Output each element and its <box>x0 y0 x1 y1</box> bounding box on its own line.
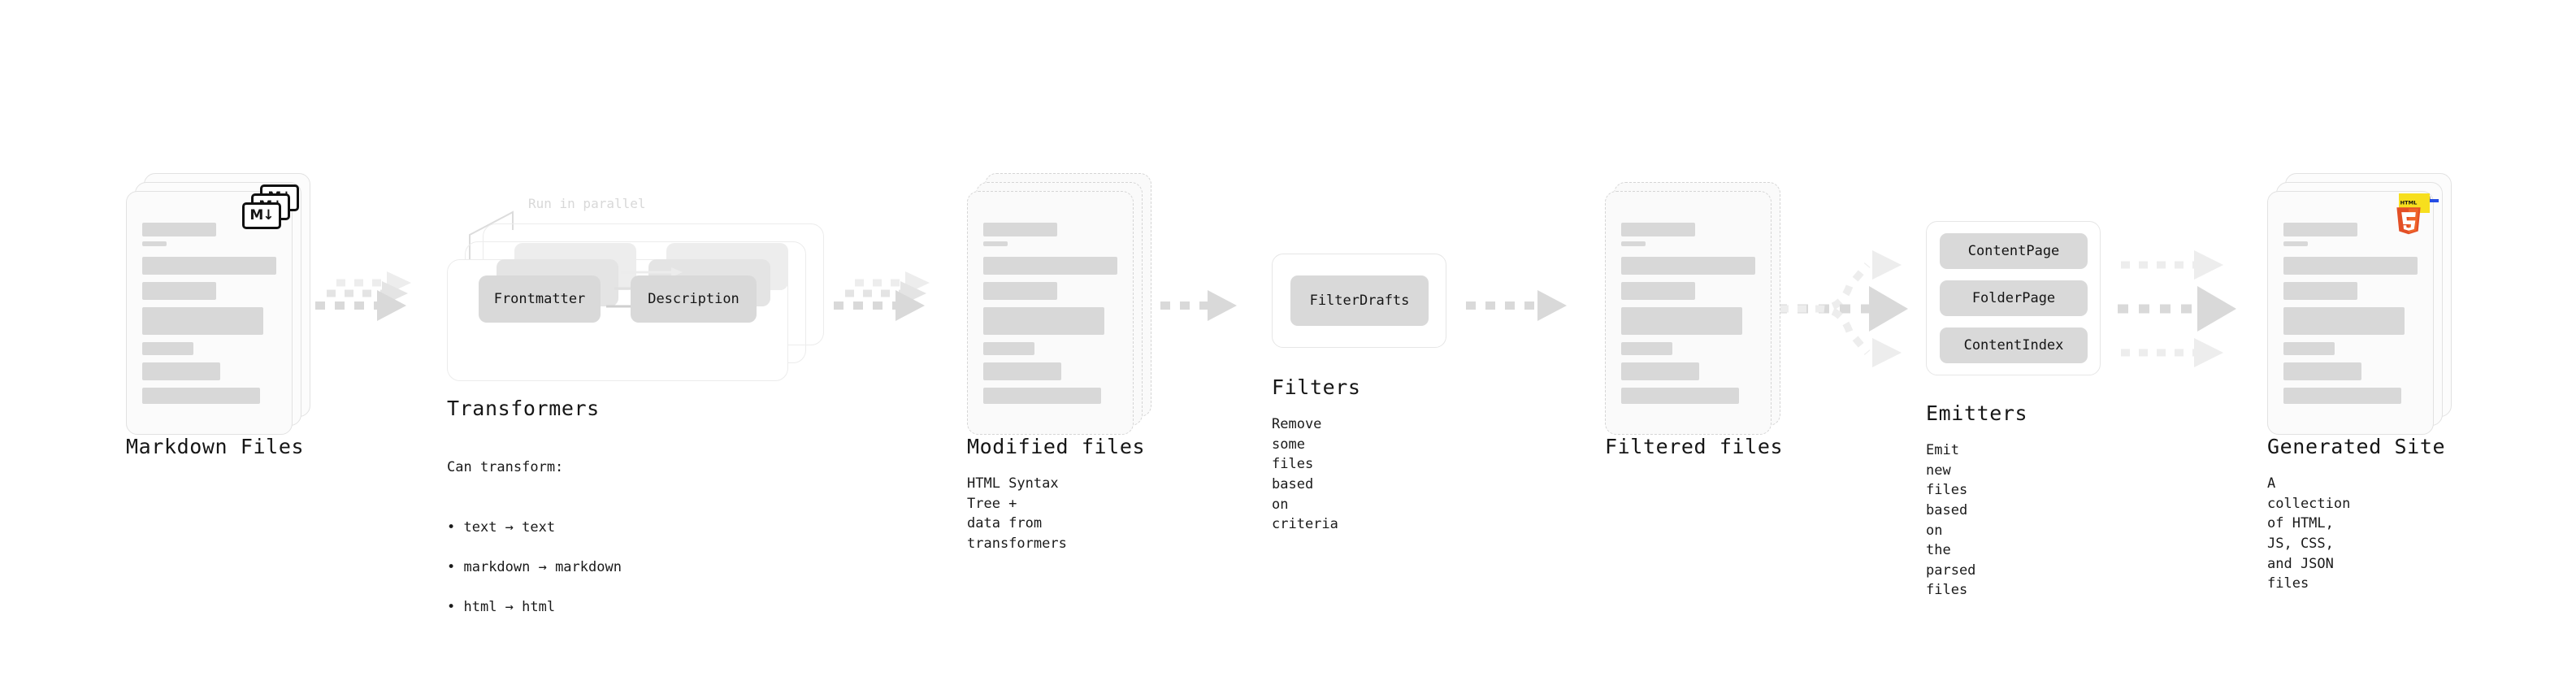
skeleton-bar <box>983 223 1057 236</box>
arrow-filters-to-filtered <box>1466 290 1567 321</box>
emitter-chip-contentpage[interactable]: ContentPage <box>1940 233 2088 269</box>
skeleton-bar <box>1621 257 1755 275</box>
transformer-chip-frontmatter[interactable]: Frontmatter <box>479 275 601 323</box>
transformers-desc-item: text → text <box>447 518 622 538</box>
markdown-card-front <box>126 191 293 435</box>
skeleton-bar <box>1621 388 1740 404</box>
skeleton-bar <box>1621 307 1742 335</box>
skeleton-bar <box>983 241 1008 246</box>
markdown-icon: M↓ <box>242 202 281 229</box>
skeleton-bar <box>1621 241 1646 246</box>
skeleton-bar <box>2283 241 2308 246</box>
skeleton-bar <box>1621 282 1695 300</box>
skeleton-bar <box>142 342 193 355</box>
skeleton-bar <box>1621 223 1695 236</box>
skeleton-bar <box>142 362 220 380</box>
skeleton-bar <box>983 388 1102 404</box>
skeleton-bar <box>983 342 1034 355</box>
transformers-description: Can transform: text → text markdown → ma… <box>447 437 622 657</box>
skeleton-bar <box>1621 362 1699 380</box>
modified-skeleton <box>983 223 1117 411</box>
filter-chip-filterdrafts[interactable]: FilterDrafts <box>1290 275 1429 326</box>
transformers-desc-list: text → text markdown → markdown html → h… <box>447 497 622 637</box>
skeleton-bar <box>142 282 216 300</box>
skeleton-bar <box>2283 307 2405 335</box>
modified-card-front <box>967 191 1134 435</box>
skeleton-bar <box>2283 257 2418 275</box>
transformers-desc-heading: Can transform: <box>447 458 564 475</box>
filtered-files-title: Filtered files <box>1605 435 1784 458</box>
arrow-markdown-to-transformers <box>315 271 411 321</box>
skeleton-bar <box>983 282 1057 300</box>
skeleton-bar <box>2283 362 2361 380</box>
markdown-files-title: Markdown Files <box>126 435 305 458</box>
arrow-filtered-to-emitters-fanout <box>1776 250 1908 367</box>
run-in-parallel-label: Run in parallel <box>528 196 646 211</box>
emitter-chip-contentindex[interactable]: ContentIndex <box>1940 327 2088 363</box>
transformer-chip-description[interactable]: Description <box>631 275 757 323</box>
skeleton-bar <box>142 307 263 335</box>
markdown-file-stack: M↓ M↓ M↓ <box>126 173 310 435</box>
site-skeleton <box>2283 223 2418 411</box>
modified-files-description: HTML Syntax Tree + data from transformer… <box>967 475 1067 552</box>
filters-title: Filters <box>1272 375 1361 399</box>
skeleton-bar <box>983 307 1104 335</box>
skeleton-bar <box>142 257 276 275</box>
emitters-panel: ContentPage FolderPage ContentIndex <box>1926 221 2101 375</box>
modified-files-title: Modified files <box>967 435 1146 458</box>
arrow-transformers-to-modified <box>834 271 930 321</box>
skeleton-bar <box>983 257 1117 275</box>
html5-icon: HTML <box>2396 200 2421 235</box>
transformers-title: Transformers <box>447 397 600 420</box>
skeleton-bar <box>142 223 216 236</box>
generated-site-stack: CSS HTML <box>2267 173 2452 435</box>
filters-panel: FilterDrafts <box>1272 254 1446 348</box>
svg-text:HTML: HTML <box>2400 200 2418 206</box>
skeleton-bar <box>983 362 1061 380</box>
emitter-chip-folderpage[interactable]: FolderPage <box>1940 280 2088 316</box>
filters-description: Remove some files based on criteria <box>1272 416 1338 533</box>
emitters-description: Emit new files based on the parsed files <box>1926 442 1976 599</box>
arrow-emitters-to-site <box>2118 250 2236 367</box>
filtered-card-front <box>1605 191 1772 435</box>
transformers-desc-item: markdown → markdown <box>447 557 621 578</box>
generated-site-title: Generated Site <box>2267 435 2446 458</box>
filtered-skeleton <box>1621 223 1755 411</box>
markdown-skeleton <box>142 223 276 411</box>
skeleton-bar <box>142 388 261 404</box>
transformers-desc-item: html → html <box>447 597 622 618</box>
skeleton-bar <box>2283 223 2357 236</box>
skeleton-bar <box>2283 388 2402 404</box>
skeleton-bar <box>2283 342 2335 355</box>
skeleton-bar <box>142 241 167 246</box>
skeleton-bar <box>1621 342 1672 355</box>
emitters-title: Emitters <box>1926 401 2028 425</box>
generated-site-description: A collection of HTML, JS, CSS, and JSON … <box>2267 475 2351 592</box>
modified-file-stack <box>967 173 1151 435</box>
skeleton-bar <box>2283 282 2357 300</box>
filtered-file-stack <box>1605 182 1780 435</box>
arrow-modified-to-filters <box>1141 290 1237 321</box>
